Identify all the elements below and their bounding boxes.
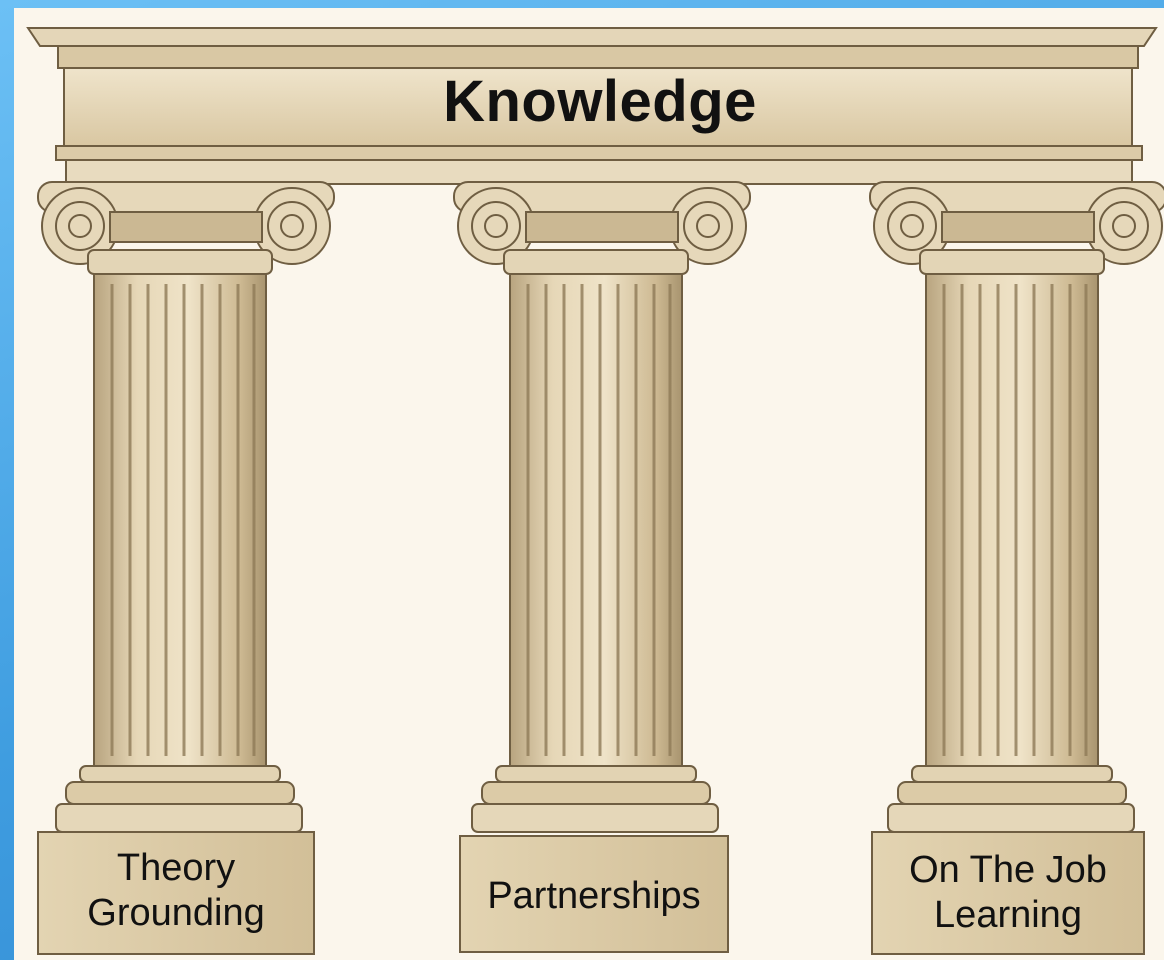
pillar-left-label-line2: Grounding [87,891,265,934]
entablature-title: Knowledge [443,69,757,134]
pillar-left-label-line1: Theory [116,847,236,889]
pillar-center [453,181,751,953]
entablature [26,27,1158,185]
pillar-left-label: Theory Grounding [38,846,314,936]
pillar-right-label-line1: On The Job [909,849,1107,891]
pillar-left [37,181,335,955]
pillar-center-label-line1: Partnerships [487,875,701,917]
pillar-right [869,181,1164,955]
pillar-right-label: On The Job Learning [872,848,1144,938]
pillar-center-label: Partnerships [460,874,728,919]
pillar-right-label-line2: Learning [934,893,1082,936]
